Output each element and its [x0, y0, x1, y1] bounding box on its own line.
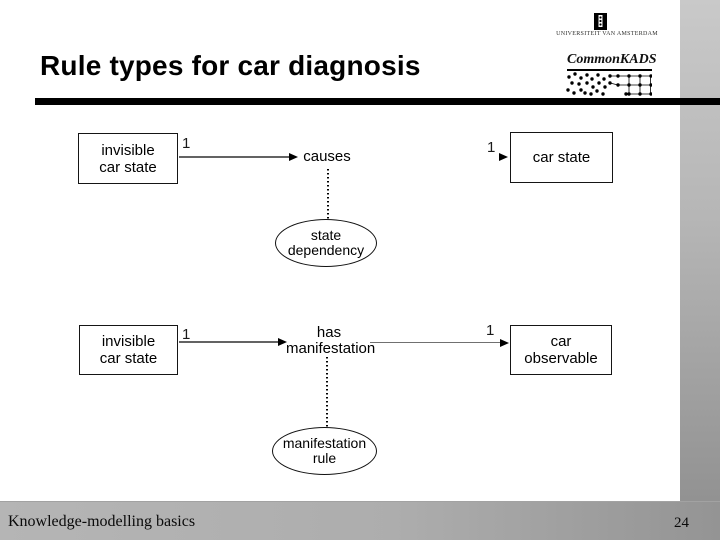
- arrowhead-right-icon: [500, 339, 509, 347]
- right-accent-bar: [680, 0, 720, 540]
- box-label-line: car state: [99, 350, 158, 367]
- arrowhead-right-icon: [499, 153, 508, 161]
- uva-logo: [594, 13, 607, 30]
- ellipse-label-line: state: [310, 227, 342, 243]
- arrowhead-right-icon: [278, 338, 287, 346]
- box-label-line: observable: [524, 350, 598, 367]
- multiplicity-label: 1: [487, 139, 496, 156]
- box-car-state: car state: [510, 132, 613, 183]
- box-invisible-car-state-bottom: invisible car state: [79, 325, 178, 375]
- multiplicity-label: 1: [486, 322, 495, 339]
- box-label-line: invisible: [101, 141, 155, 159]
- commonkads-logo-text: CommonKADS: [567, 52, 656, 71]
- multiplicity-label: 1: [182, 326, 191, 343]
- arrow-line-causes: [179, 156, 289, 158]
- box-label-line: car: [550, 333, 572, 350]
- dotted-link-manifestation-rule: [326, 357, 328, 427]
- title-divider-rule: [35, 98, 720, 105]
- dotted-link-causes-rule: [327, 169, 329, 219]
- footer-bar: Knowledge-modelling basics 24: [0, 501, 720, 540]
- page-number: 24: [674, 515, 689, 531]
- relation-label-has-manifestation: has manifestation: [286, 324, 376, 357]
- ellipse-label-line: rule: [312, 450, 337, 466]
- box-label-line: car state: [532, 149, 591, 166]
- multiplicity-label: 1: [182, 135, 191, 152]
- arrow-line-has-manifestation: [179, 341, 278, 343]
- relation-label-line: has: [316, 324, 342, 341]
- box-car-observable: car observable: [510, 325, 612, 375]
- arrow-line-to-car-observable: [370, 342, 500, 343]
- university-name-label: UNIVERSITEIT VAN AMSTERDAM: [556, 31, 658, 37]
- box-invisible-car-state-top: invisible car state: [78, 133, 178, 184]
- arrowhead-right-icon: [289, 153, 298, 161]
- ellipse-manifestation-rule: manifestation rule: [272, 427, 377, 475]
- ellipse-state-dependency: state dependency: [275, 219, 377, 267]
- relation-label-causes: causes: [303, 148, 351, 165]
- box-label-line: car state: [99, 158, 157, 176]
- ellipse-label-line: dependency: [287, 242, 365, 258]
- ellipse-label-line: manifestation: [282, 435, 367, 451]
- slide-title: Rule types for car diagnosis: [40, 50, 421, 81]
- box-label-line: invisible: [101, 333, 156, 350]
- footer-course-label: Knowledge-modelling basics: [8, 513, 196, 530]
- relation-label-line: manifestation: [286, 340, 376, 357]
- uva-shield-icon: [594, 13, 607, 30]
- commonkads-dots-pattern: [566, 71, 653, 102]
